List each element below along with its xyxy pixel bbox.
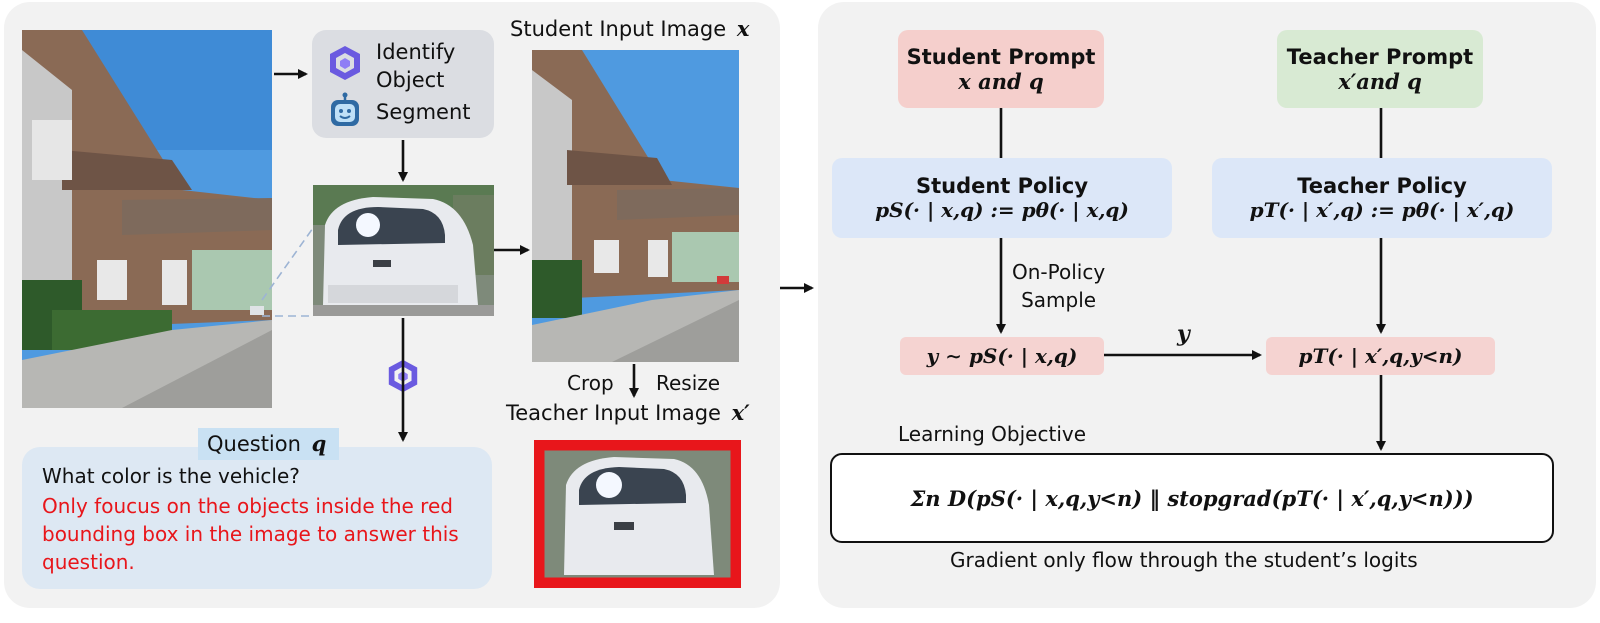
sample-math: y ∼ pS(· | x,q) [926,344,1078,368]
question-text: What color is the vehicle? [42,464,300,488]
teacher-input-image-label: Teacher Input Image x′ [506,400,750,425]
cropped-vehicle-image [313,185,494,316]
student-image-var: x [736,16,750,41]
teacher-policy-box: Teacher Policy pT(· | x′,q) := pθ(· | x′… [1212,158,1552,238]
teacher-policy-math: pT(· | x′,q) := pθ(· | x′,q) [1249,198,1515,222]
qwen-logo-icon-small [385,358,421,394]
teacher-input-image-text: Teacher Input Image [506,401,721,425]
instruction-text: Only foucus on the objects inside the re… [42,494,459,574]
gradient-note: Gradient only flow through the student’s… [950,548,1418,572]
student-input-image-text: Student Input Image [510,17,727,41]
question-tag-label: Question q [207,431,326,456]
student-prompt-box: Student Prompt x and q [898,30,1104,108]
teacher-prompt-title: Teacher Prompt [1286,44,1474,69]
question-tag-text: Question [207,432,301,456]
resize-label: Resize [656,371,721,395]
teacher-input-image [534,440,741,588]
teacher-image-var: x′ [731,400,750,425]
student-policy-box: Student Policy pS(· | x,q) := pθ(· | x,q… [832,158,1172,238]
teacher-policy-title: Teacher Policy [1297,174,1467,198]
robot-icon [326,92,364,130]
question-tag [198,428,339,460]
teacher-eval-math: pT(· | x′,q,y<n) [1298,344,1463,368]
identify-object-label: Identify Object [376,40,456,92]
edge-label-y: y [1177,321,1190,347]
student-prompt-title: Student Prompt [906,44,1096,69]
teacher-prompt-box: Teacher Prompt x′and q [1277,30,1483,108]
objective-box: Σn D(pS(· | x,q,y<n) ‖ stopgrad(pT(· | x… [830,453,1554,543]
source-image [22,30,272,408]
on-policy-sample-label: On-Policy Sample [1012,260,1106,312]
crop-label: Crop [567,371,614,395]
objective-formula: Σn D(pS(· | x,q,y<n) ‖ stopgrad(pT(· | x… [910,485,1474,511]
question-var: q [311,431,327,456]
qwen-logo-icon [326,44,364,82]
teacher-prompt-math: x′and q [1338,68,1422,94]
teacher-eval-box: pT(· | x′,q,y<n) [1266,337,1495,375]
student-prompt-math: x and q [958,68,1044,94]
segment-label: Segment [376,100,471,124]
learning-objective-label: Learning Objective [898,422,1087,446]
sample-box: y ∼ pS(· | x,q) [900,337,1104,375]
student-policy-math: pS(· | x,q) := pθ(· | x,q) [875,198,1129,222]
student-policy-title: Student Policy [915,174,1089,198]
question-box [22,447,492,589]
student-input-image-label: Student Input Image x [510,16,749,41]
student-input-image [532,50,739,362]
